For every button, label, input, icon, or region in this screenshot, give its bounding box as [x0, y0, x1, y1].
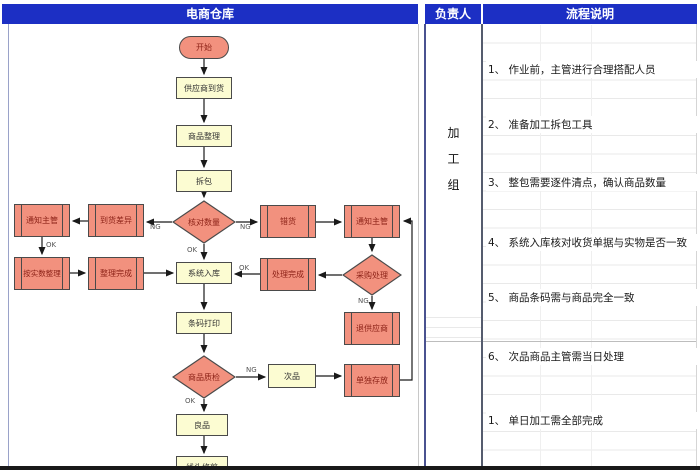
node-handling-done: 处理完成: [260, 258, 316, 291]
diamond-shape: [172, 200, 236, 244]
row-divider: [425, 341, 697, 342]
node-label: 供应商到货: [184, 83, 224, 93]
edge-label-ok: OK: [239, 264, 250, 272]
node-label: 良品: [194, 420, 210, 430]
node-barcode-print: 条码打印: [176, 312, 232, 334]
node-label: 条码打印: [188, 318, 220, 328]
node-label: 通知主管: [356, 217, 388, 226]
node-label: 核对数量: [188, 217, 220, 227]
owner-column-border: [424, 24, 426, 467]
node-label: 错货: [280, 217, 296, 226]
node-label: 商品整理: [188, 131, 220, 141]
grid-hline: [426, 337, 481, 338]
node-label: 单独存放: [356, 376, 388, 385]
node-return-to-supplier: 退供应商: [344, 312, 400, 345]
node-label: 按实数整理: [23, 269, 61, 278]
node-start: 开始: [179, 36, 229, 59]
node-defective: 次品: [268, 364, 316, 388]
note-item: 4、 系统入库核对收货单据与实物是否一致: [486, 234, 699, 251]
diamond-shape: [342, 254, 402, 296]
bottom-edge-bar: [0, 466, 700, 470]
header-owner-column: 负责人: [425, 4, 481, 24]
edge-label-ok: OK: [185, 397, 196, 405]
note-item: 1、 单日加工需全部完成: [486, 412, 699, 429]
edge-label-ng: NG: [150, 223, 161, 231]
notes-column-border: [481, 24, 483, 467]
edge-label-ng: NG: [240, 223, 251, 231]
note-item: 2、 准备加工拆包工具: [486, 116, 699, 133]
node-quality-check: 商品质检: [172, 355, 236, 399]
node-arrival-discrepancy: 到货差异: [88, 204, 144, 237]
node-goods-sorting: 商品整理: [176, 125, 232, 147]
node-label: 到货差异: [100, 216, 132, 225]
node-wrong-goods: 错货: [260, 205, 316, 238]
flowchart-left-border: [8, 24, 9, 467]
note-item: 5、 商品条码需与商品完全一致: [486, 289, 699, 306]
node-label: 开始: [196, 43, 212, 52]
header-notes-column: 流程说明: [483, 4, 697, 24]
note-item: 6、 次品商品主管需当日处理: [486, 348, 699, 365]
node-unpack: 拆包: [176, 170, 232, 192]
flowchart-right-border: [418, 24, 419, 467]
node-sort-by-actual: 按实数整理: [14, 257, 70, 290]
node-good-product: 良品: [176, 414, 228, 436]
node-label: 退供应商: [356, 324, 388, 333]
node-supplier-arrival: 供应商到货: [176, 77, 232, 99]
node-verify-quantity: 核对数量: [172, 200, 236, 244]
node-sorting-done: 整理完成: [88, 257, 144, 290]
node-notify-supervisor-right: 通知主管: [344, 205, 400, 238]
node-label: 处理完成: [272, 270, 304, 279]
node-label: 次品: [284, 371, 300, 381]
node-label: 系统入库: [188, 268, 220, 278]
node-system-inbound: 系统入库: [176, 262, 232, 284]
grid-hline: [426, 317, 481, 318]
node-notify-supervisor-left: 通知主管: [14, 204, 70, 237]
node-purchase-handling: 采购处理: [342, 254, 402, 296]
node-label: 拆包: [196, 176, 212, 186]
node-label: 通知主管: [26, 216, 58, 225]
node-separate-storage: 单独存放: [344, 364, 400, 397]
note-item: 3、 整包需要逐件清点，确认商品数量: [486, 174, 699, 191]
diamond-shape: [172, 355, 236, 399]
grid-hline: [426, 327, 481, 328]
edge-label-ok: OK: [187, 246, 198, 254]
edge-label-ng: NG: [246, 366, 257, 374]
edge-label-ok: OK: [46, 241, 57, 249]
node-label: 商品质检: [188, 372, 220, 382]
node-label: 整理完成: [100, 269, 132, 278]
edge-label-ng: NG: [358, 297, 369, 305]
node-label: 采购处理: [356, 270, 388, 280]
owner-group-label: 加工组: [447, 126, 460, 192]
note-item: 1、 作业前，主管进行合理搭配人员: [486, 61, 699, 78]
header-flowchart-title: 电商仓库: [2, 4, 418, 24]
